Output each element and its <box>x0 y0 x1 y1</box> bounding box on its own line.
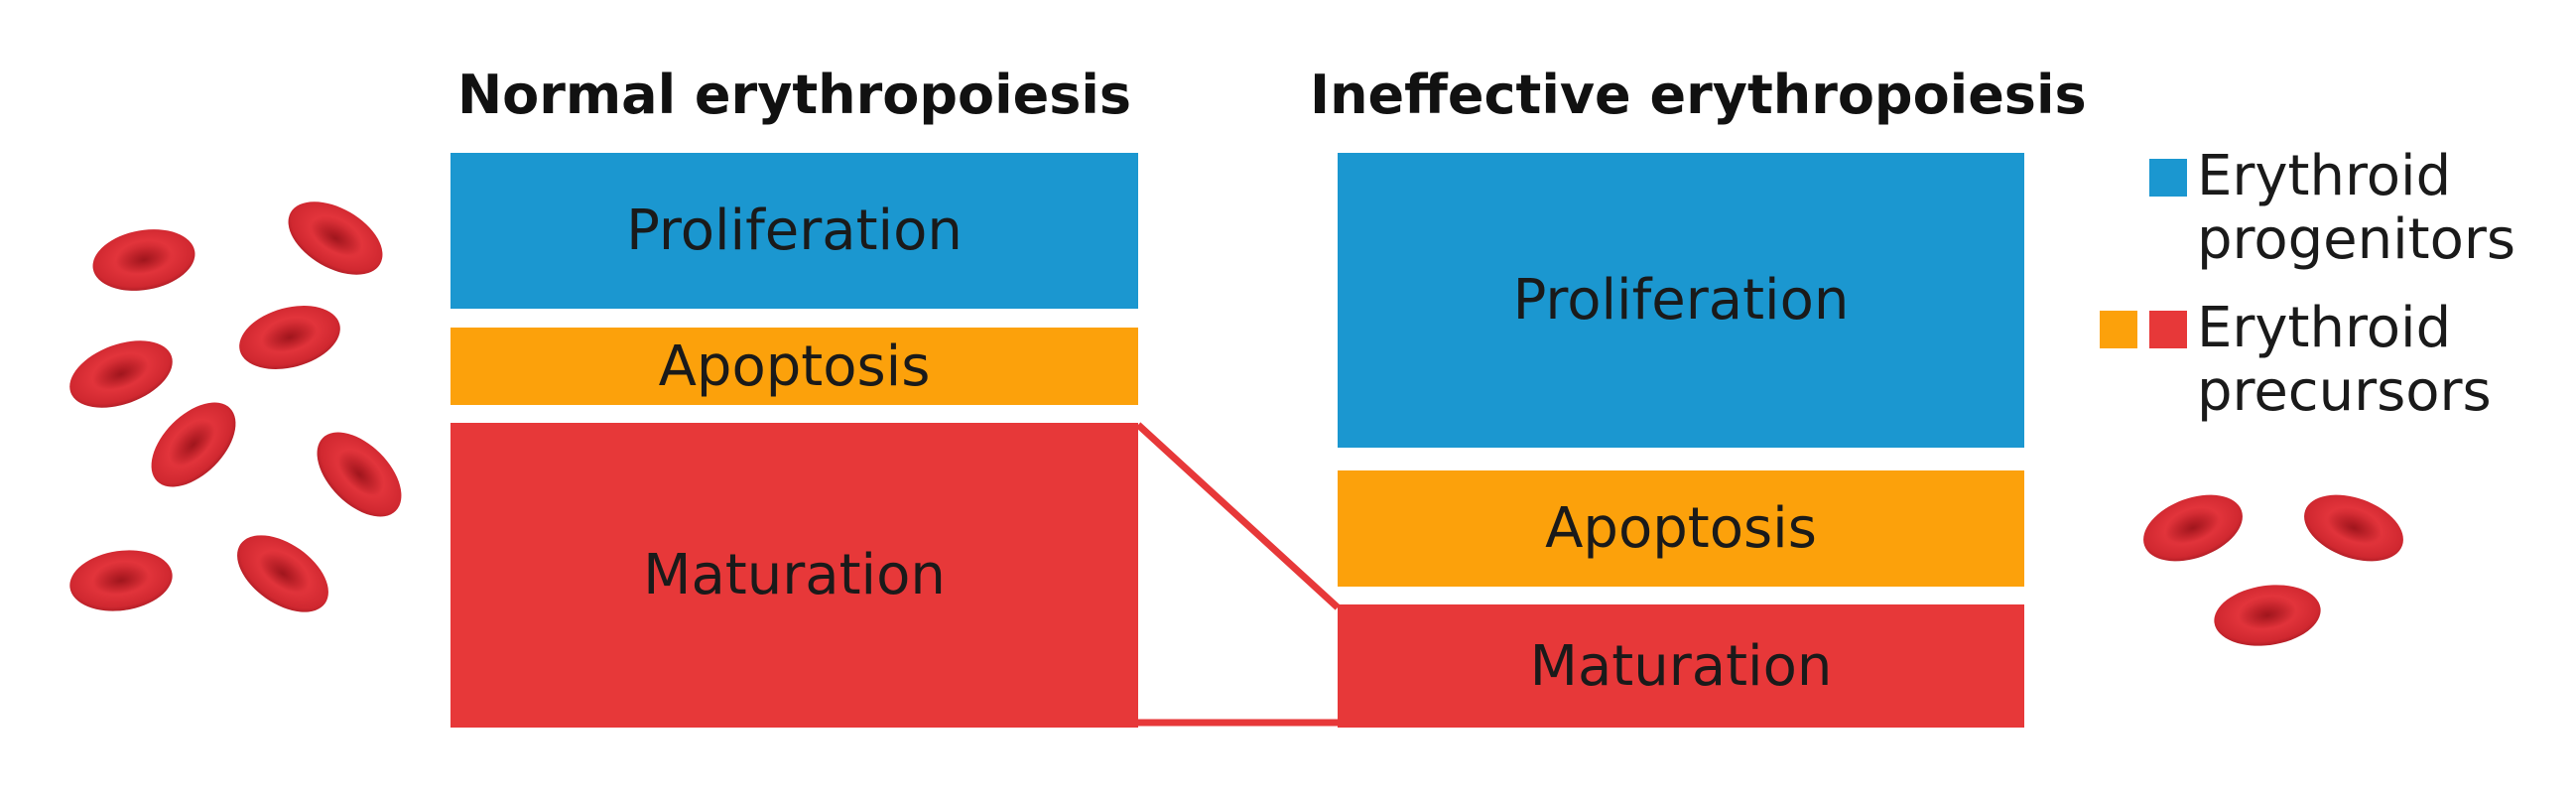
legend-precursors-line2: precursors <box>2197 359 2492 424</box>
normal-proliferation-block: Proliferation <box>451 153 1138 309</box>
normal-apoptosis-block: Apoptosis <box>451 328 1138 405</box>
red-blood-cell-icon <box>2143 494 2243 562</box>
red-blood-cell-icon <box>317 432 402 517</box>
red-blood-cell-icon <box>92 229 195 291</box>
ineffective-apoptosis-block: Apoptosis <box>1338 470 2024 587</box>
ineffective-maturation-block: Maturation <box>1338 604 2024 728</box>
legend-progenitors-swatch <box>2149 159 2187 197</box>
normal-maturation-label: Maturation <box>643 543 946 607</box>
normal-apoptosis-label: Apoptosis <box>658 334 931 399</box>
red-blood-cell-icon <box>2304 494 2403 562</box>
red-blood-cell-icon <box>151 402 236 487</box>
red-blood-cell-icon <box>288 201 383 275</box>
red-blood-cell-icon <box>239 306 340 369</box>
ineffective-maturation-label: Maturation <box>1529 633 1833 699</box>
ineffective-proliferation-block: Proliferation <box>1338 153 2024 448</box>
ineffective-apoptosis-label: Apoptosis <box>1545 496 1817 561</box>
red-blood-cell-icon <box>237 535 328 612</box>
red-blood-cell-icon <box>69 550 173 611</box>
normal-title: Normal erythropoiesis <box>456 64 1132 126</box>
legend-progenitors-line2: progenitors <box>2197 207 2516 272</box>
legend-precursors-red-swatch <box>2149 311 2187 348</box>
normal-proliferation-label: Proliferation <box>626 199 963 263</box>
normal-maturation-block: Maturation <box>451 423 1138 728</box>
maturation-connector <box>1135 422 1341 727</box>
ineffective-proliferation-label: Proliferation <box>1512 268 1850 333</box>
ineffective-title: Ineffective erythropoiesis <box>1310 64 2087 126</box>
legend-progenitors-line1: Erythroid <box>2197 144 2452 208</box>
red-blood-cell-icon <box>69 340 173 408</box>
red-blood-cell-icon <box>2214 585 2321 646</box>
legend-precursors-line1: Erythroid <box>2197 296 2452 360</box>
legend-precursors-orange-swatch <box>2100 311 2137 348</box>
